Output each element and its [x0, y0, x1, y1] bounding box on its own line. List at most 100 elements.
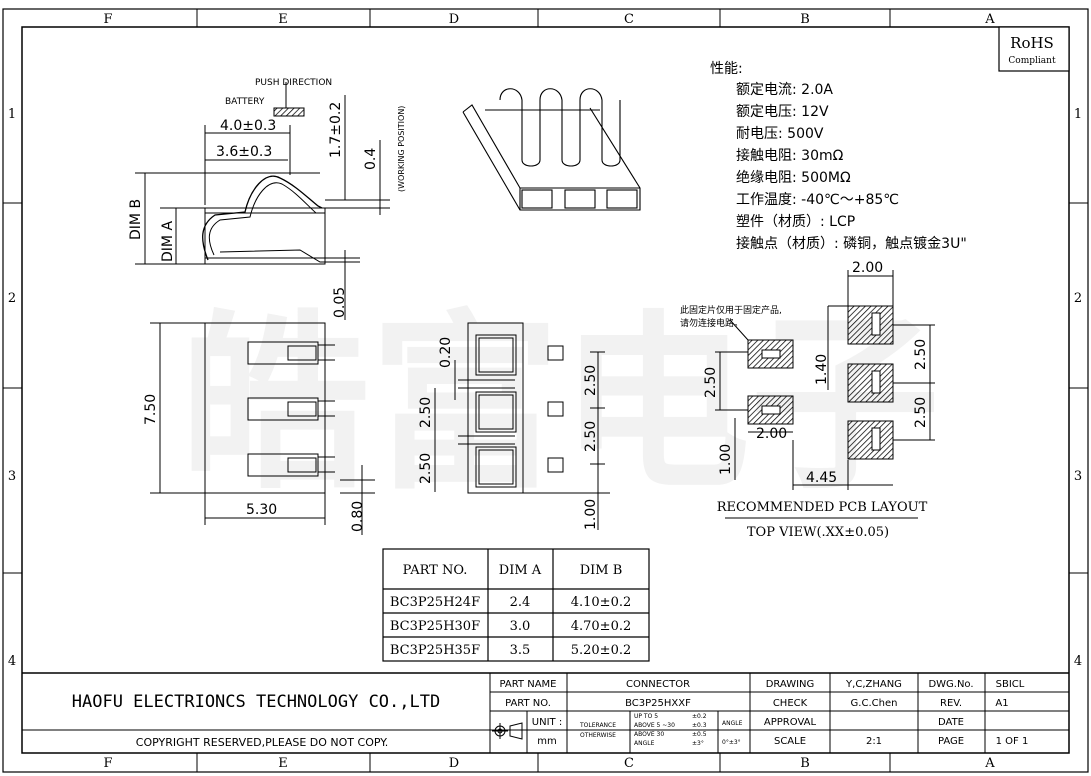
dim-3-6: 3.6±0.3	[216, 144, 272, 160]
angle-value: 0°±3°	[722, 739, 741, 746]
row-label-2-right: 2	[1074, 291, 1082, 306]
battery-label: BATTERY	[225, 97, 265, 107]
pcb-subtitle: TOP VIEW(.XX±0.05)	[747, 525, 889, 540]
part-no-label: PART NO.	[505, 698, 551, 709]
table-cell-r3-c1: BC3P25H35F	[390, 643, 480, 658]
bottom-view	[434, 322, 610, 530]
pcb-dim-2-50-right-2: 2.50	[913, 397, 929, 428]
dim-1-7: 1.7±0.2	[328, 102, 344, 158]
spec-line-3: 耐电压: 500V	[736, 126, 824, 142]
front-view	[150, 322, 375, 535]
side-view	[135, 82, 390, 320]
rohs-title: RoHS	[1010, 34, 1054, 52]
date-label: DATE	[938, 717, 964, 728]
row-label-1: 1	[8, 107, 16, 122]
dim-a-label: DIM A	[160, 221, 176, 262]
row-label-3: 3	[8, 469, 16, 484]
scale-value: 2:1	[866, 736, 882, 747]
check-value: G.C.Chen	[851, 698, 898, 709]
col-label-a-bottom: A	[984, 756, 995, 771]
dwg-no-value: SBICL	[996, 679, 1025, 690]
unit-label: UNIT :	[532, 717, 562, 728]
watermark: 皓富电子	[180, 294, 940, 515]
spec-line-2: 额定电压: 12V	[736, 104, 829, 120]
outer-frame	[2, 8, 1089, 773]
rohs-box	[998, 26, 1070, 72]
row-label-4-right: 4	[1074, 654, 1082, 669]
table-cell-r1-c2: 2.4	[510, 595, 531, 610]
col-label-d-bottom: D	[449, 756, 459, 771]
col-label-e-bottom: E	[278, 756, 288, 771]
pcb-dim-2-50-right-1: 2.50	[913, 339, 929, 370]
pcb-dim-4-45: 4.45	[806, 470, 837, 486]
table-cell-r1-c3: 4.10±0.2	[571, 595, 632, 610]
row-label-2: 2	[8, 291, 16, 306]
page-value: 1 OF 1	[996, 736, 1029, 747]
dim-0-20: 0.20	[438, 337, 454, 368]
dwg-no-label: DWG.No.	[928, 679, 973, 690]
unit-value: mm	[537, 736, 556, 747]
part-no-value: BC3P25HXXF	[625, 698, 691, 709]
dim-2-50-b: 2.50	[418, 453, 434, 484]
col-label-c: C	[624, 12, 634, 27]
row-label-4: 4	[8, 654, 16, 669]
pcb-dim-1-40: 1.40	[814, 354, 830, 385]
isometric-view	[462, 88, 641, 211]
tol-row-1-value: ±0.2	[692, 713, 707, 720]
pcb-dim-2-00-mid: 2.00	[756, 426, 787, 442]
projection-symbol-icon	[492, 722, 523, 740]
dim-2-50-c: 2.50	[583, 365, 599, 396]
pcb-dim-2-00-top: 2.00	[852, 260, 883, 276]
spec-line-6: 工作温度: -40℃～+85℃	[736, 192, 899, 208]
tol-row-2-value: ±0.3	[692, 722, 707, 729]
dim-2-50-d: 2.50	[583, 421, 599, 452]
dim-7-50: 7.50	[143, 394, 159, 425]
col-label-d: D	[449, 12, 459, 27]
col-label-a: A	[984, 12, 995, 27]
pcb-note-line1: 此固定片仅用于固定产品,	[680, 304, 782, 316]
drawing-label: DRAWING	[766, 679, 815, 690]
zone-ticks	[3, 9, 1088, 772]
table-cell-r2-c3: 4.70±0.2	[571, 619, 632, 634]
dim-5-30: 5.30	[246, 502, 277, 518]
pcb-note-line2: 请勿连接电路。	[680, 317, 743, 329]
dim-0-05: 0.05	[332, 287, 348, 318]
title-block	[22, 672, 1069, 753]
inner-frame	[21, 26, 1070, 754]
dim-0-80: 0.80	[350, 501, 366, 532]
specs-heading: 性能:	[710, 61, 743, 77]
table-cell-r3-c2: 3.5	[510, 643, 531, 658]
col-label-c-bottom: C	[624, 756, 634, 771]
rev-label: REV.	[940, 698, 962, 709]
approval-label: APPROVAL	[764, 717, 817, 728]
col-label-b-bottom: B	[800, 756, 810, 771]
table-cell-r3-c3: 5.20±0.2	[571, 643, 632, 658]
dim-4-0: 4.0±0.3	[220, 118, 276, 134]
tol-row-3-value: ±0.5	[692, 731, 707, 738]
tolerance-label: TOLERANCE	[579, 722, 616, 729]
page-label: PAGE	[938, 736, 964, 747]
tol-row-3-label: ABOVE 30	[634, 731, 664, 738]
tol-row-1-label: UP TO 5	[634, 713, 658, 720]
dim-b-label: DIM B	[128, 199, 144, 240]
pcb-dim-2-50-left: 2.50	[703, 367, 719, 398]
part-table	[382, 548, 650, 662]
table-cell-r2-c2: 3.0	[510, 619, 531, 634]
rohs-subtitle: Compliant	[1008, 56, 1056, 66]
spec-line-7: 塑件（材质）: LCP	[736, 214, 855, 230]
push-direction-label: PUSH DIRECTION	[255, 78, 332, 88]
row-label-3-right: 3	[1074, 469, 1082, 484]
part-name-value: CONNECTOR	[626, 679, 690, 690]
check-label: CHECK	[773, 698, 808, 709]
scale-label: SCALE	[774, 736, 806, 747]
working-position-label: (WORKING POSITION)	[397, 106, 406, 192]
dim-2-50-a: 2.50	[418, 397, 434, 428]
dim-0-4: 0.4	[363, 148, 379, 170]
angle-label: ANGLE	[722, 720, 743, 727]
table-cell-r1-c1: BC3P25H24F	[390, 595, 480, 610]
col-label-f: F	[103, 12, 112, 27]
pcb-dim-1-00: 1.00	[718, 444, 734, 475]
col-label-f-bottom: F	[103, 756, 112, 771]
